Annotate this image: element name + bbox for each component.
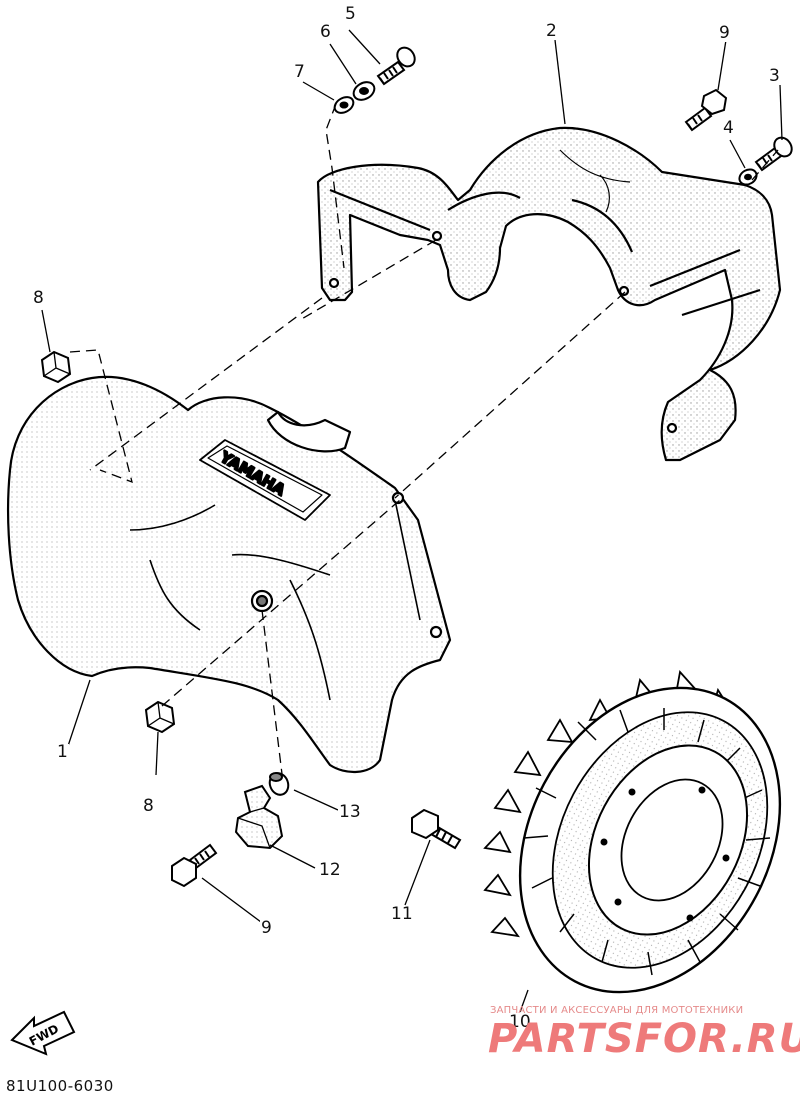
bolt-part-11 [411,808,462,850]
nut-part-8-bottom [144,700,176,734]
washer-part-4 [738,168,758,186]
upper-shroud-part-2 [316,126,782,462]
callout-11: 11 [390,904,414,924]
washer-part-7 [333,96,355,114]
fwd-arrow: FWD [10,1010,76,1056]
nut-part-8-top [40,350,72,384]
callout-9-bottom: 9 [260,918,273,938]
bolt-part-9-bottom [171,843,218,888]
callout-1: 1 [56,742,69,762]
grommet-part-13 [268,772,290,796]
watermark-tagline: ЗАПЧАСТИ И АКСЕССУАРЫ ДЛЯ МОТОТЕХНИКИ [490,1005,744,1016]
callout-2: 2 [545,21,558,41]
callout-13: 13 [338,802,362,822]
lower-cover-part-1: YAMAHA [6,375,452,773]
diagram-part-code: 81U100-6030 [6,1077,114,1095]
callout-5: 5 [344,4,357,24]
callout-4: 4 [722,118,735,138]
assembly-dashed-lines [69,103,779,775]
watermark-logo: PARTSFOR.RU [488,1016,800,1062]
leader-lines [41,29,783,1013]
washer-part-6 [352,81,376,101]
callout-6: 6 [319,22,332,42]
callout-3: 3 [768,66,781,86]
clamp-part-12 [234,784,284,850]
callout-12: 12 [318,860,342,880]
screw-part-5 [376,46,416,86]
bolt-part-9-top [684,88,728,132]
flywheel-part-10 [483,670,782,994]
callout-7: 7 [293,62,306,82]
callout-8-bottom: 8 [142,796,155,816]
callout-8-top: 8 [32,288,45,308]
callout-10: 10 [508,1012,532,1032]
callout-9-top: 9 [718,23,731,43]
